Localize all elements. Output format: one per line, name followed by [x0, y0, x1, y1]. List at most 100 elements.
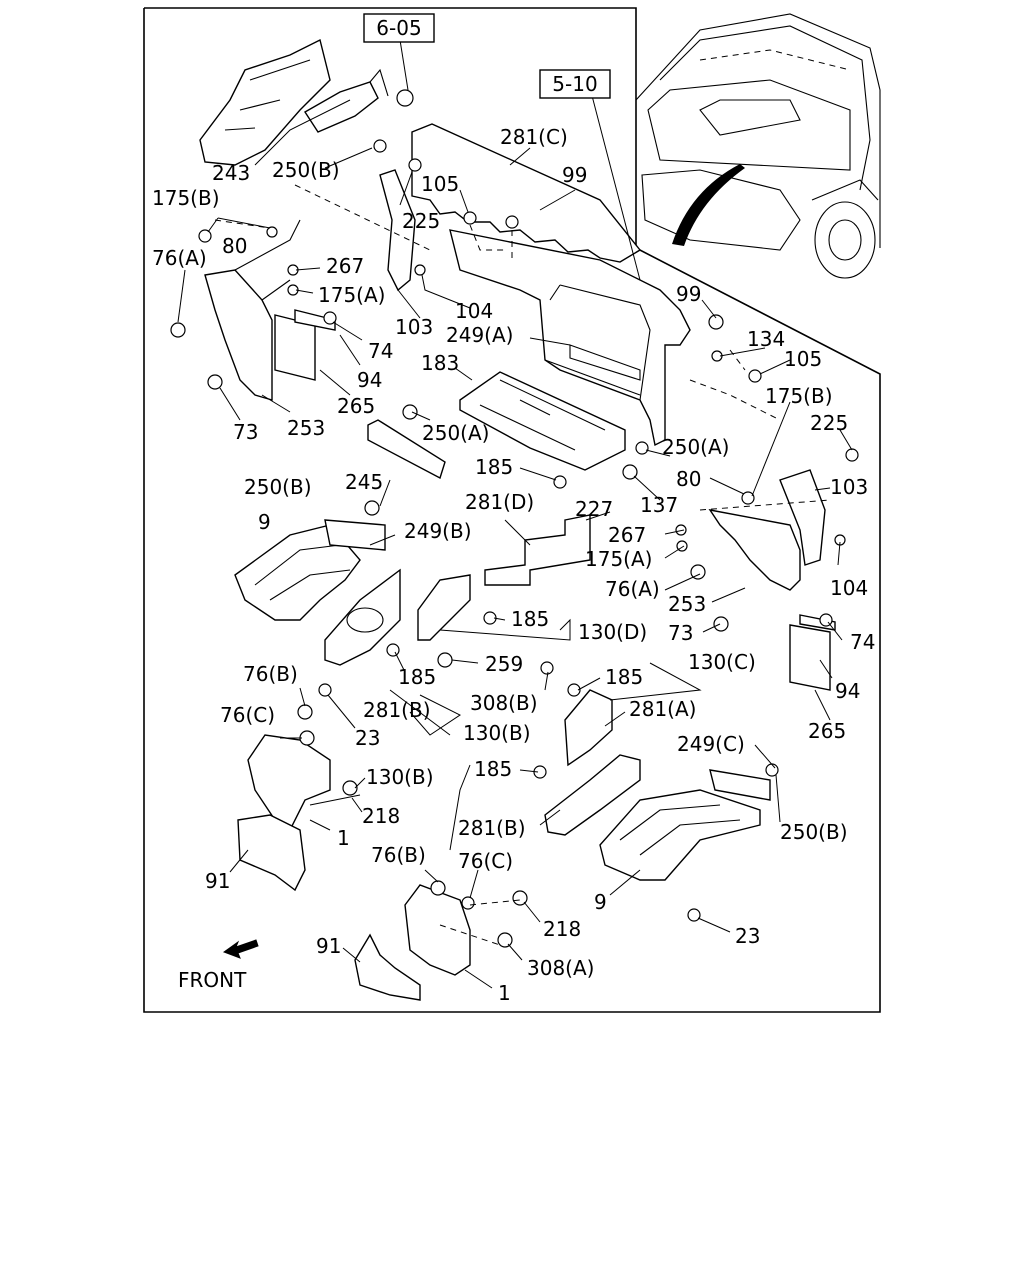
- label-175B: 175(B): [152, 186, 220, 210]
- right-fender-253: [708, 469, 836, 691]
- label-281D: 281(D): [465, 490, 534, 514]
- label-250A: 250(A): [662, 435, 729, 459]
- label-218: 218: [362, 804, 400, 828]
- label-104: 104: [455, 299, 493, 323]
- label-185: 185: [511, 607, 549, 631]
- label-91: 91: [316, 934, 341, 958]
- label-308A: 308(A): [527, 956, 594, 980]
- leader-lines: [177, 39, 853, 989]
- label-183: 183: [421, 351, 459, 375]
- ref-605: 6-05: [376, 16, 421, 40]
- label-104: 104: [830, 576, 868, 600]
- label-137: 137: [640, 493, 678, 517]
- label-9: 9: [258, 510, 271, 534]
- label-74: 74: [368, 339, 393, 363]
- label-80: 80: [676, 467, 701, 491]
- label-1: 1: [498, 981, 511, 1005]
- front-label: FRONT: [178, 968, 247, 992]
- strip-281C: [411, 123, 642, 263]
- label-245: 245: [345, 470, 383, 494]
- cab-inset-illustration: [635, 13, 881, 279]
- label-308B: 308(B): [470, 691, 538, 715]
- label-130B: 130(B): [366, 765, 434, 789]
- bracket-281B-upper: [324, 568, 401, 666]
- label-227: 227: [575, 497, 613, 521]
- front-arrow: [222, 939, 259, 959]
- label-185: 185: [475, 455, 513, 479]
- label-74: 74: [850, 630, 875, 654]
- label-185: 185: [605, 665, 643, 689]
- label-253: 253: [287, 416, 325, 440]
- label-250B: 250(B): [272, 158, 340, 182]
- bracket-281B-lower: [544, 754, 641, 836]
- label-130B: 130(B): [463, 721, 531, 745]
- label-105: 105: [784, 347, 822, 371]
- ref-box-605: [363, 13, 435, 43]
- label-94: 94: [357, 368, 382, 392]
- label-76A: 76(A): [605, 577, 660, 601]
- label-249A: 249(A): [446, 323, 513, 347]
- label-265: 265: [808, 719, 846, 743]
- panel-249A: [449, 229, 691, 447]
- bracket-130D: [417, 574, 471, 641]
- label-80: 80: [222, 234, 247, 258]
- label-281A: 281(A): [629, 697, 696, 721]
- label-91: 91: [205, 869, 230, 893]
- label-1: 1: [337, 826, 350, 850]
- label-76C: 76(C): [220, 703, 275, 727]
- panel-243: [199, 38, 389, 166]
- tank-cover-9-lower: [599, 769, 771, 881]
- label-249B: 249(B): [404, 519, 472, 543]
- label-76B: 76(B): [243, 662, 298, 686]
- label-175B: 175(B): [765, 384, 833, 408]
- ref-510: 5-10: [552, 72, 597, 96]
- label-267: 267: [608, 523, 646, 547]
- bracket-1-upper: [237, 734, 331, 892]
- label-218: 218: [543, 917, 581, 941]
- label-185: 185: [398, 665, 436, 689]
- bracket-1-lower: [354, 884, 471, 1001]
- label-23: 23: [735, 924, 760, 948]
- plate-281D: [484, 514, 591, 586]
- bracket-281A: [564, 689, 613, 767]
- label-265: 265: [337, 394, 375, 418]
- label-253: 253: [668, 592, 706, 616]
- ref-box-510: [539, 69, 611, 99]
- label-250B: 250(B): [244, 475, 312, 499]
- label-175A: 175(A): [318, 283, 385, 307]
- label-267: 267: [326, 254, 364, 278]
- fasteners: [170, 89, 859, 948]
- label-94: 94: [835, 679, 860, 703]
- label-9: 9: [594, 890, 607, 914]
- label-103: 103: [830, 475, 868, 499]
- label-249C: 249(C): [677, 732, 745, 756]
- label-99: 99: [562, 163, 587, 187]
- label-259: 259: [485, 652, 523, 676]
- label-99: 99: [676, 282, 701, 306]
- label-76A: 76(A): [152, 246, 207, 270]
- label-73: 73: [668, 621, 693, 645]
- tank-cover-9-upper: [234, 519, 386, 621]
- label-134: 134: [747, 327, 785, 351]
- label-281B: 281(B): [458, 816, 526, 840]
- label-225: 225: [402, 209, 440, 233]
- label-250A: 250(A): [422, 421, 489, 445]
- label-281B: 281(B): [363, 698, 431, 722]
- label-73: 73: [233, 420, 258, 444]
- label-185: 185: [474, 757, 512, 781]
- tray-183: [459, 371, 626, 471]
- label-76C: 76(C): [458, 849, 513, 873]
- label-130C: 130(C): [688, 650, 756, 674]
- left-fender-253: [204, 219, 336, 401]
- label-130D: 130(D): [578, 620, 647, 644]
- label-281C: 281(C): [500, 125, 568, 149]
- label-76B: 76(B): [371, 843, 426, 867]
- label-23: 23: [355, 726, 380, 750]
- bracket-245: [367, 419, 446, 480]
- diagram-frame: [143, 7, 881, 1013]
- label-225: 225: [810, 411, 848, 435]
- label-105: 105: [421, 172, 459, 196]
- label-250B: 250(B): [780, 820, 848, 844]
- label-103: 103: [395, 315, 433, 339]
